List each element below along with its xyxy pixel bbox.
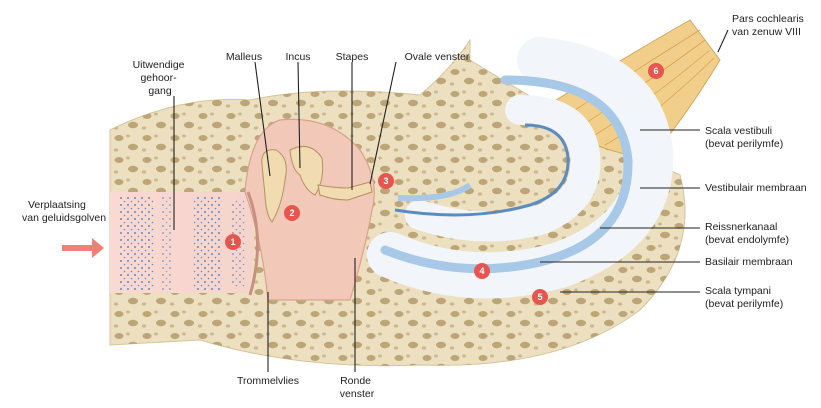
step-badge-6: 6: [648, 63, 664, 79]
step-badge-5: 5: [532, 289, 548, 305]
diagram-labels: Uitwendige gehoor- gang Malleus Incus St…: [22, 13, 807, 400]
label-uitwendige-gehoorgang: Uitwendige gehoor- gang: [133, 59, 188, 97]
step-badge-4: 4: [474, 263, 490, 279]
label-vestibulair-membraan: Vestibulair membraan: [705, 182, 807, 194]
label-malleus: Malleus: [226, 51, 262, 63]
incus-bone: [289, 145, 324, 196]
step-badge-2: 2: [284, 205, 300, 221]
sound-direction-arrow: [62, 238, 104, 258]
label-ovale-venster: Ovale venster: [405, 51, 470, 63]
stapes-bone: [317, 181, 373, 201]
step-badge-3: 3: [378, 173, 394, 189]
malleus-bone: [261, 149, 287, 223]
label-incus: Incus: [285, 51, 310, 63]
step-badges: 1 2 3 4 5 6: [225, 63, 664, 305]
svg-text:1: 1: [230, 237, 235, 247]
label-pars-cochlearis: Pars cochlearis van zenuw VIII: [732, 13, 807, 38]
label-ronde-venster: Ronde venster: [340, 375, 375, 400]
label-reissnerkanaal: Reissnerkanaal (bevat endolymfe): [705, 221, 789, 246]
label-trommelvlies: Trommelvlies: [237, 375, 299, 387]
vestibular-membrane-path: [380, 75, 633, 274]
eardrum: [246, 191, 260, 296]
label-scala-vestibuli: Scala vestibuli (bevat perilymfe): [705, 125, 783, 150]
svg-text:6: 6: [653, 66, 658, 76]
svg-text:2: 2: [289, 208, 294, 218]
label-stapes: Stapes: [336, 51, 369, 63]
cochlea: [367, 37, 674, 299]
basilar-membrane-path: [394, 123, 570, 217]
leader-lines: [173, 29, 729, 372]
label-verplaatsing: Verplaatsing van geluidsgolven: [22, 199, 106, 224]
ossicles: [261, 145, 373, 223]
step-badge-1: 1: [225, 234, 241, 250]
svg-text:3: 3: [383, 176, 388, 186]
label-scala-tympani: Scala tympani (bevat perilymfe): [705, 285, 783, 310]
label-basilair-membraan: Basilair membraan: [705, 256, 793, 268]
svg-text:5: 5: [537, 292, 542, 302]
svg-text:4: 4: [479, 266, 484, 276]
